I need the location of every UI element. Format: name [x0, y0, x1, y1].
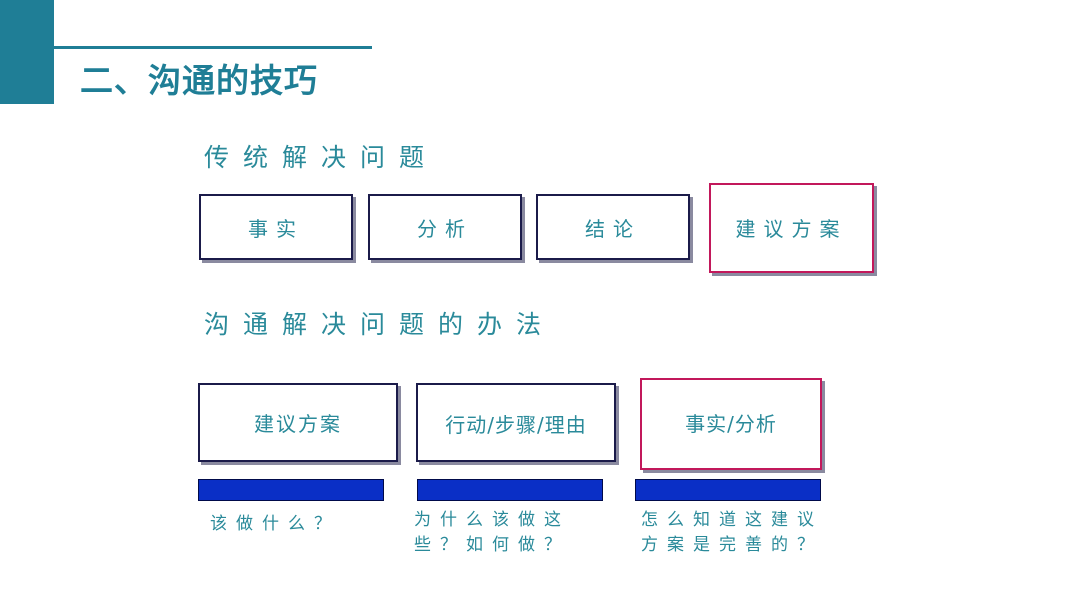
communication-step-recommendation: 建议方案	[198, 383, 398, 462]
communication-step-label: 事实/分析	[685, 412, 777, 436]
question-how-know: 怎么知道这建议 方案是完善的？	[641, 508, 823, 558]
title-underline	[54, 46, 372, 49]
traditional-step-label: 建议方案	[735, 217, 848, 241]
communication-heading: 沟通解决问题的办法	[204, 310, 556, 339]
question-why-how: 为什么该做这 些？如何做？	[414, 508, 570, 558]
communication-step-facts: 事实/分析	[640, 378, 822, 470]
communication-step-actions: 行动/步骤/理由	[416, 383, 616, 462]
title-accent-block	[0, 0, 54, 104]
question-line: 怎么知道这建议	[641, 510, 823, 530]
traditional-step-recommendation: 建议方案	[709, 183, 874, 273]
question-line: 些？如何做？	[414, 535, 570, 555]
traditional-step-label: 结论	[585, 216, 641, 241]
question-bar	[635, 479, 821, 501]
traditional-heading: 传统解决问题	[204, 143, 439, 172]
communication-step-label: 建议方案	[254, 412, 342, 436]
question-line: 为什么该做这	[414, 510, 570, 530]
question-what: 该做什么？	[210, 512, 340, 537]
traditional-step-label: 事实	[248, 216, 304, 241]
traditional-step-analysis: 分析	[368, 194, 522, 260]
question-bar	[417, 479, 603, 501]
traditional-step-label: 分析	[417, 216, 473, 241]
question-line: 方案是完善的？	[641, 535, 823, 555]
communication-step-label: 行动/步骤/理由	[445, 413, 587, 437]
traditional-step-facts: 事实	[199, 194, 353, 260]
question-line: 该做什么？	[210, 514, 340, 534]
slide-title: 二、沟通的技巧	[80, 61, 318, 100]
question-bar	[198, 479, 384, 501]
traditional-step-conclusion: 结论	[536, 194, 690, 260]
